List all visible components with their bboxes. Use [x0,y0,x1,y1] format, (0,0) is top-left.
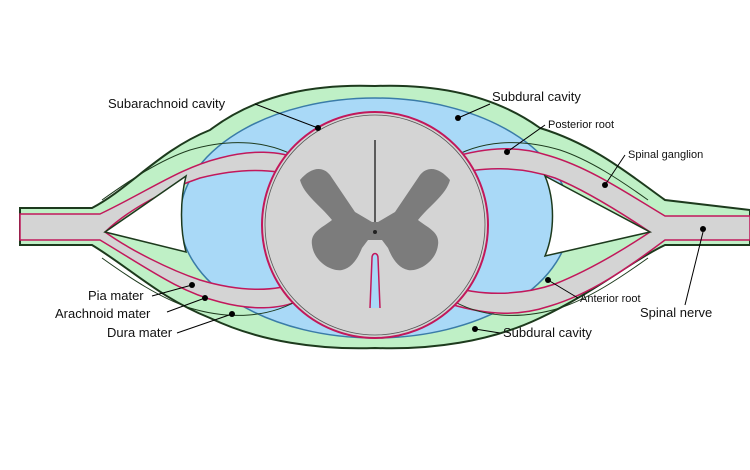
label-spinal-ganglion: Spinal ganglion [628,149,703,161]
label-spinal-nerve: Spinal nerve [640,305,712,320]
anterior-median-fissure [369,252,381,309]
nerve-roots [19,142,750,316]
label-posterior-root: Posterior root [548,119,614,131]
grey-matter [300,168,450,271]
label-pia-mater: Pia mater [88,288,144,303]
label-subdural-cavity-bottom: Subdural cavity [503,325,592,340]
label-subdural-cavity-top: Subdural cavity [492,89,581,104]
right-triangular-gap [543,174,653,258]
label-subarachnoid-cavity: Subarachnoid cavity [108,96,226,111]
label-dura-mater: Dura mater [107,325,173,340]
label-arachnoid-mater: Arachnoid mater [55,306,151,321]
label-anterior-root: Anterior root [580,293,641,305]
left-triangular-gap [103,174,188,254]
leader-lines [151,103,706,334]
